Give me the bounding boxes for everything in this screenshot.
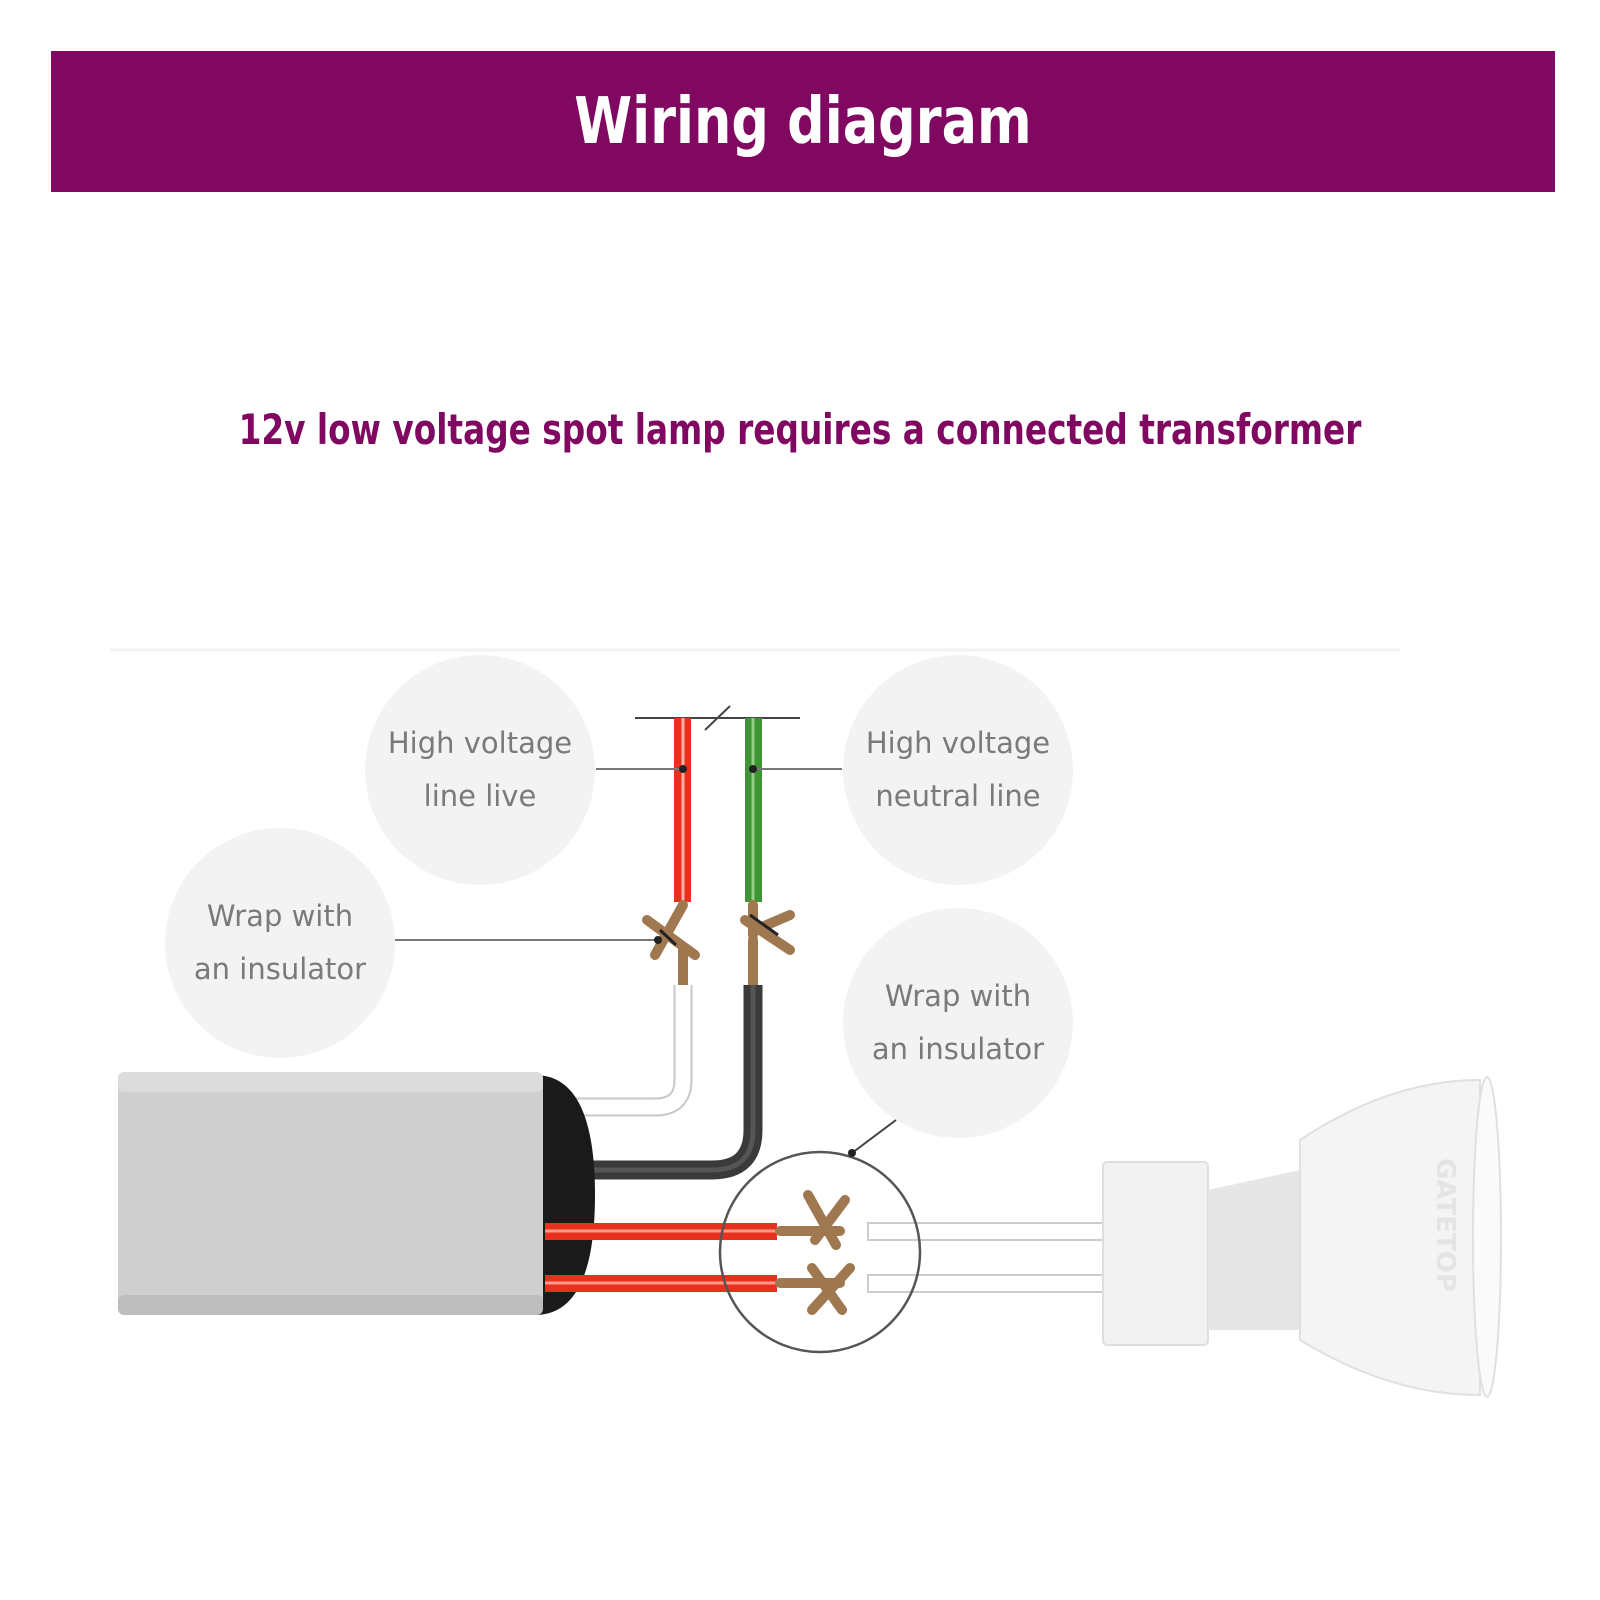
- magnifier-circle: [718, 1150, 922, 1354]
- lamp-brand: GATETOP: [1430, 1158, 1460, 1292]
- leader-wrap-right: [851, 1119, 897, 1154]
- subtitle: 12v low voltage spot lamp requires a con…: [238, 405, 1362, 454]
- mains-break-mark: [704, 705, 731, 731]
- header-banner: Wiring diagram: [51, 51, 1555, 192]
- lamp-wire-2: [867, 1274, 1107, 1293]
- transformer: [118, 1072, 595, 1315]
- lower-connector-2: [775, 1263, 855, 1315]
- upper-right-connector: [740, 900, 795, 990]
- transformer-black-wire: [580, 985, 763, 1180]
- lower-connector-1: [775, 1190, 850, 1250]
- lamp-wire-1: [867, 1222, 1107, 1241]
- spot-lamp: GATETOP: [1102, 1076, 1502, 1398]
- upper-left-connector: [642, 900, 700, 990]
- page-title: Wiring diagram: [574, 84, 1032, 159]
